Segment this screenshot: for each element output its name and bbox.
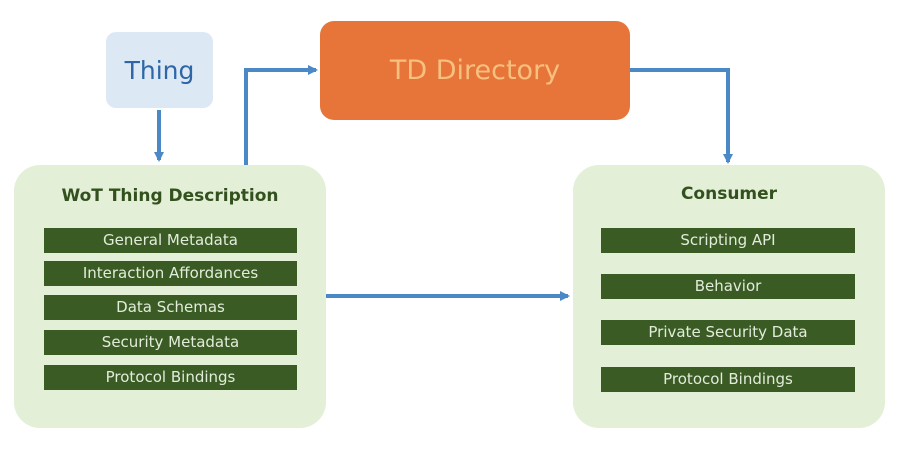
wot-item-security-metadata: Security Metadata <box>44 330 297 355</box>
arrow-directory-to-consumer <box>630 68 733 164</box>
consumer-item-behavior: Behavior <box>601 274 855 299</box>
td-directory-box: TD Directory <box>320 21 630 120</box>
thing-label: Thing <box>124 55 195 85</box>
thing-box: Thing <box>106 32 213 108</box>
wot-item-data-schemas: Data Schemas <box>44 295 297 320</box>
consumer-item-protocol-bindings: Protocol Bindings <box>601 367 855 392</box>
consumer-item-private-security-data: Private Security Data <box>601 320 855 345</box>
wot-item-protocol-bindings: Protocol Bindings <box>44 365 297 390</box>
wot-thing-description-title: WoT Thing Description <box>61 186 279 206</box>
consumer-item-scripting-api: Scripting API <box>601 228 855 253</box>
wot-thing-description-panel: WoT Thing Description General Metadata I… <box>14 165 326 428</box>
wot-item-general-metadata: General Metadata <box>44 228 297 253</box>
arrow-description-to-directory <box>244 65 318 165</box>
consumer-panel: Consumer Scripting API Behavior Private … <box>573 165 885 428</box>
wot-item-interaction-affordances: Interaction Affordances <box>44 261 297 286</box>
td-directory-label: TD Directory <box>389 55 561 86</box>
consumer-title: Consumer <box>680 184 778 204</box>
